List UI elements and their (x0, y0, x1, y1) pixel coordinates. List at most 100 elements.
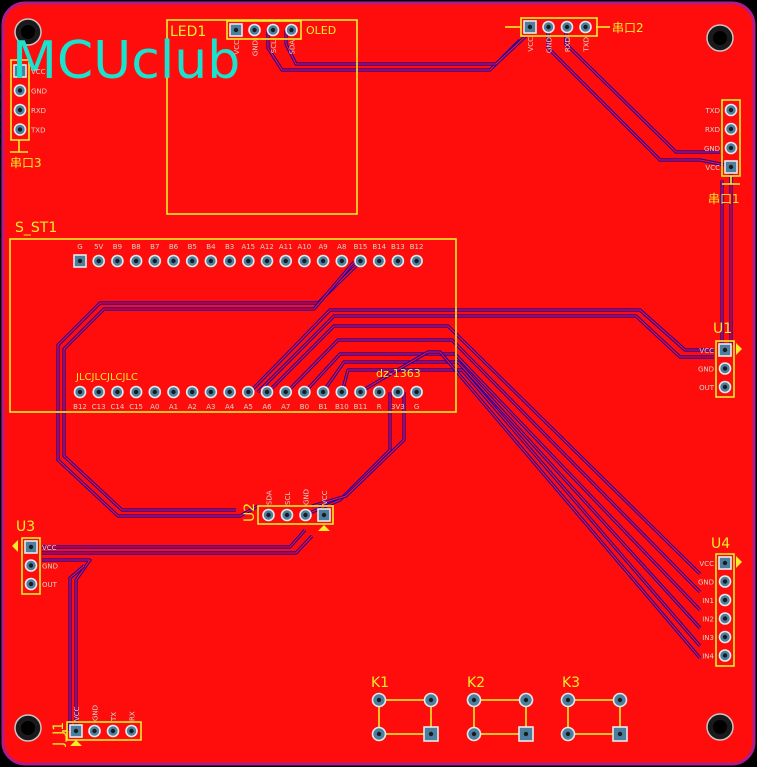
mcu-top-pin-12-drill (283, 258, 288, 264)
u4-pin-1-drill (722, 560, 728, 566)
labels: MCUclub LED1 OLED 串口2 串口3 串口1 S_ST1 JLCJ… (10, 21, 740, 747)
led1-pin-label-3: SCL (270, 40, 278, 53)
u1-label: U1 (713, 321, 732, 337)
j1-pin-label-3: TX (110, 712, 118, 722)
mcu-top-pin-label-14: A9 (318, 243, 327, 251)
trace-16-copper (322, 361, 701, 629)
u2-pin-label-3: SCL (284, 492, 292, 505)
mcu-top-pin-label-12: A11 (279, 243, 293, 251)
mcu-top-pin-label-7: B5 (188, 243, 197, 251)
u2-header (257, 505, 334, 525)
mcu-top-pin-label-1: G (77, 243, 82, 251)
trace-12-copper (257, 315, 714, 393)
mcu-bottom-pin-7-drill (190, 389, 195, 395)
mcu-bottom-pin-label-19: G (414, 403, 419, 411)
mcu-top-pin-6-drill (171, 258, 176, 264)
k1-pad-3-drill (376, 731, 382, 737)
mcu-bottom-pin-5-drill (152, 389, 157, 395)
u1-pin-label-1: VCC (699, 347, 714, 355)
k2-pad-4-drill (523, 731, 529, 737)
u3-pin-label-1: VCC (42, 544, 57, 552)
mcu-top-pin-10-drill (246, 258, 251, 264)
u2-pin-label-4: SDA (266, 490, 274, 505)
led1-pin-label-4: SDA (289, 40, 297, 55)
mcu-bottom-pin-9-drill (227, 389, 232, 395)
cc1-pin-label-3: GND (704, 145, 720, 153)
mcu-top-pin-label-4: B8 (131, 243, 140, 251)
u4-pin-6-drill (722, 653, 728, 658)
jlc-label: JLCJLCJLCJLC (75, 372, 138, 383)
mcu-bottom-pin-label-17: R (377, 403, 382, 411)
mcu-bottom-pin-8-drill (208, 389, 214, 395)
mcu-top-pin-2-drill (96, 258, 101, 264)
mcu-top-pin-label-16: B15 (354, 243, 368, 251)
cc2-pin-label-1: VCC (527, 37, 535, 52)
mcu-top-pin-label-17: B14 (372, 243, 386, 251)
k1-label: K1 (371, 675, 389, 691)
cc1-pin-label-4: VCC (705, 164, 720, 172)
mcu-top-pin-9-drill (227, 258, 232, 264)
cc1-pin-label-2: RXD (705, 126, 720, 134)
mcu-top-pin-label-6: B6 (169, 243, 179, 251)
j1-pin-3-drill (110, 728, 116, 734)
traces (42, 27, 733, 731)
mcu-top-pin-4-drill (133, 258, 139, 264)
u1-header (715, 340, 735, 398)
trace-8-copper (63, 261, 355, 511)
mcu-top-pin-7-drill (190, 258, 195, 264)
mcu-bottom-pin-13-drill (302, 389, 307, 395)
cc3-pin-3-drill (17, 107, 23, 113)
mcu-bottom-pin-15-drill (339, 389, 344, 395)
mcu-bottom-pin-label-14: B1 (318, 403, 327, 411)
trace-13-copper (267, 325, 701, 575)
k3-pad-1-drill (565, 697, 571, 703)
cc1-pin-2-drill (728, 126, 734, 132)
cc1-pin-4-drill (728, 164, 734, 170)
trace-18-copper (359, 351, 701, 659)
mcu-top-pin-13-drill (302, 258, 307, 264)
pin-labels: VCC GND SCL SDA VCC GND RXD TXD VCC GND SCL SDA VCC G… (30, 37, 720, 722)
mcu-top-pin-label-18: B13 (391, 243, 405, 251)
mcu-bottom-pin-4-drill (133, 389, 139, 395)
mcu-bottom-pin-label-6: A1 (169, 403, 178, 411)
cc1-pin-3-drill (728, 145, 734, 151)
mcu-bottom-pin-label-16: B11 (354, 403, 368, 411)
mcu-top-pin-label-15: A8 (337, 243, 346, 251)
u2-pin-2-drill (303, 512, 308, 518)
mcu-top-pin-label-11: A12 (260, 243, 274, 251)
u4-label: U4 (711, 536, 730, 552)
k2-label: K2 (467, 675, 485, 691)
k3-pad-2-drill (617, 697, 623, 703)
mcu-top-pin-11-drill (264, 258, 270, 264)
mcu-top-pin-14-drill (320, 258, 326, 264)
u4-pin-label-4: IN2 (702, 616, 714, 624)
cc2-pin-2-drill (546, 24, 551, 30)
j1-pin-label-4: RX (129, 711, 137, 721)
u1-pin-label-3: OUT (699, 384, 715, 392)
mcu-bottom-pin-label-13: B0 (300, 403, 309, 411)
u4-pin-5-drill (722, 634, 728, 640)
u3-pin-2-drill (28, 563, 34, 568)
mcu-top-pin-15-drill (339, 258, 344, 264)
trace-15-copper (304, 353, 701, 611)
mounting-holes (14, 18, 734, 742)
mcu-bottom-pin-17-drill (377, 389, 382, 395)
trace-11-copper (249, 309, 714, 393)
led1-pin-3-drill (270, 27, 276, 33)
trace-9-copper (304, 392, 391, 516)
chuankou1-label: 串口1 (708, 192, 740, 206)
u4-pin-label-6: IN4 (702, 653, 714, 661)
silkscreen (9, 17, 742, 746)
mcu-bottom-pin-label-15: B10 (335, 403, 349, 411)
cc1-pin-1-drill (728, 107, 734, 113)
led1-outline (166, 19, 358, 215)
u2-pin-3-drill (284, 512, 290, 518)
mcu-bottom-pin-14-drill (320, 389, 326, 395)
mcu-bottom-pin-18-drill (395, 389, 401, 395)
cc2-pin-label-4: TXD (583, 37, 591, 52)
cc3-pin-1-drill (17, 68, 23, 74)
u2-pin-label-2: GND (303, 489, 311, 505)
u1-pin-1-drill (722, 347, 728, 353)
u3-pin-label-2: GND (42, 563, 58, 571)
trace-14-copper (286, 339, 701, 593)
